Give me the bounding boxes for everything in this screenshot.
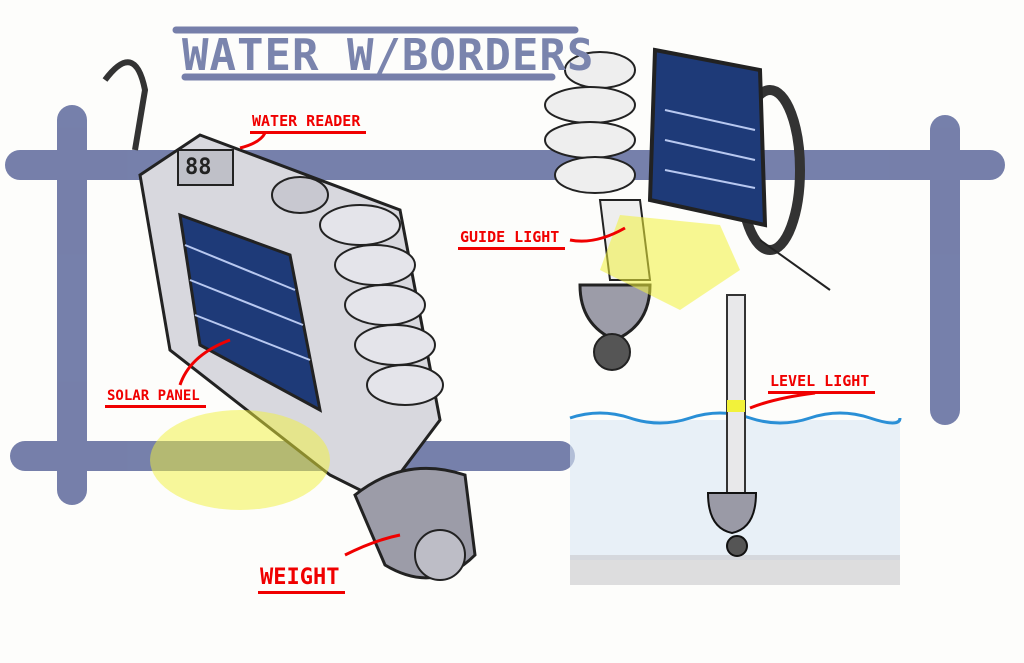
label-level-light: LEVEL LIGHT (768, 372, 876, 394)
device-main (102, 59, 477, 581)
label-guide-light: GUIDE LIGHT (458, 228, 566, 250)
solar-panel (178, 212, 323, 413)
rod-weight (706, 492, 758, 535)
measuring-rod (726, 294, 746, 496)
device-display-readout: 88 (185, 155, 212, 180)
guide-light-beam (600, 215, 740, 310)
level-light-marker (727, 400, 745, 412)
water-surface (569, 411, 902, 425)
hand (544, 51, 636, 194)
dial-button (271, 176, 329, 214)
label-solar-panel: SOLAR PANEL (105, 388, 206, 408)
water-scene (569, 294, 902, 585)
grip-ridges (319, 204, 444, 406)
device-hand-held (544, 47, 831, 371)
water-reader-display (177, 149, 234, 186)
carabiner-clip (102, 59, 149, 151)
guide-glow (150, 410, 330, 510)
label-weight: WEIGHT (258, 565, 346, 594)
label-water-reader: WATER READER (250, 112, 367, 134)
page-title: WATER W/BORDERS (182, 30, 595, 81)
